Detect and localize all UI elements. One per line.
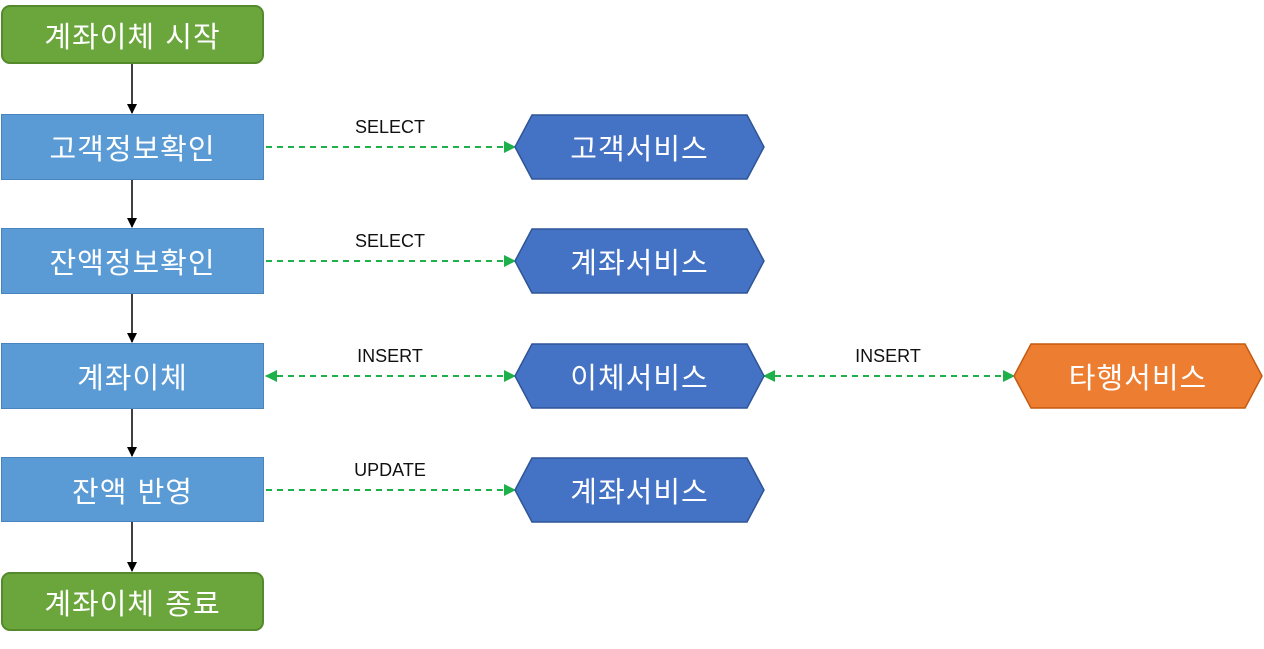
- service-hexagon-3: [514, 343, 765, 409]
- service-label-2: 계좌서비스: [570, 246, 709, 280]
- op-label-update: UPDATE: [354, 460, 426, 480]
- step-transfer: 계좌이체: [1, 343, 264, 409]
- op-label-select-1: SELECT: [354, 117, 426, 137]
- op-label-insert-2: INSERT: [855, 346, 921, 366]
- service-hexagon-2: [514, 228, 765, 294]
- service-hexagon-1: [514, 114, 765, 180]
- service-label-4: 계좌서비스: [570, 475, 709, 509]
- service-label-1: 고객서비스: [570, 132, 709, 166]
- service-label-3: 이체서비스: [570, 361, 709, 395]
- service-hexagon-4: [514, 457, 765, 523]
- op-label-insert-1: INSERT: [357, 346, 423, 366]
- step-customer-check: 고객정보확인: [1, 114, 264, 180]
- external-service-hexagon: [1013, 343, 1263, 409]
- external-service-label: 타행서비스: [1068, 361, 1208, 395]
- step-balance-update: 잔액 반영: [1, 457, 264, 522]
- end-node: 계좌이체 종료: [1, 572, 264, 631]
- start-node: 계좌이체 시작: [1, 5, 264, 64]
- step-balance-check: 잔액정보확인: [1, 228, 264, 294]
- op-label-select-2: SELECT: [354, 231, 426, 251]
